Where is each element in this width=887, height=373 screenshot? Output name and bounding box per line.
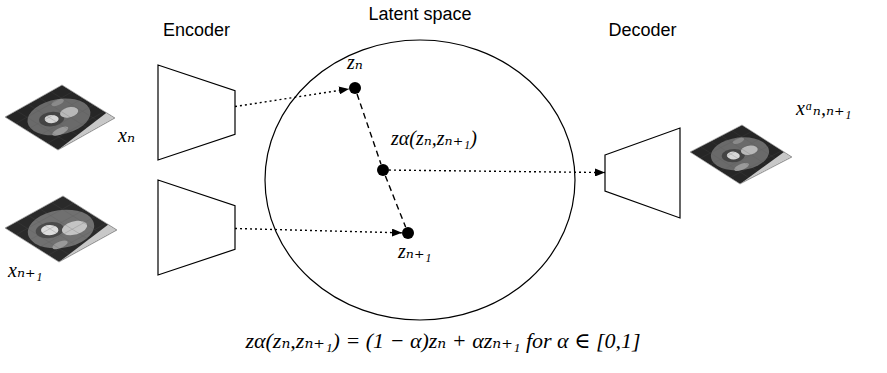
encoder-block	[158, 180, 235, 275]
mri-image	[5, 85, 115, 150]
image-label: xₙ₊₁	[8, 258, 43, 282]
equation: zα(zₙ,zₙ₊₁) = (1 − α)zₙ + αzₙ₊₁ for α ∈ …	[245, 328, 640, 354]
connector	[357, 94, 381, 164]
point-label: zₙ	[347, 50, 363, 74]
ellipse-outline	[265, 40, 575, 320]
encoder-block: Encoder	[158, 65, 235, 160]
decoder-block: Decoder	[605, 128, 680, 218]
point-label: zα(zₙ,zₙ₊₁)	[391, 126, 477, 150]
connector	[235, 89, 349, 107]
mri-image	[5, 196, 117, 262]
latent-point: zα(zₙ,zₙ₊₁)	[377, 164, 389, 176]
connector	[385, 176, 405, 227]
connector	[235, 229, 402, 233]
point-label: zₙ₊₁	[398, 239, 431, 263]
enc-outline	[158, 65, 235, 160]
dot-outline	[402, 227, 414, 239]
block-title: Decoder	[608, 20, 676, 42]
latent-point: zₙ₊₁	[402, 227, 414, 239]
enc-outline	[158, 180, 235, 275]
block-title: Latent space	[368, 4, 471, 26]
dot-outline	[349, 82, 361, 94]
dec-outline	[605, 128, 680, 218]
image-label: xᵅₙ,ₙ₊₁	[796, 96, 852, 120]
latent-space: Latent spacezₙzα(zₙ,zₙ₊₁)zₙ₊₁	[265, 40, 575, 320]
mri-image	[690, 125, 792, 184]
block-title: Encoder	[163, 20, 230, 42]
connector	[389, 170, 605, 172]
image-label: xₙ	[118, 123, 135, 147]
latent-point: zₙ	[349, 82, 361, 94]
dot-outline	[377, 164, 389, 176]
